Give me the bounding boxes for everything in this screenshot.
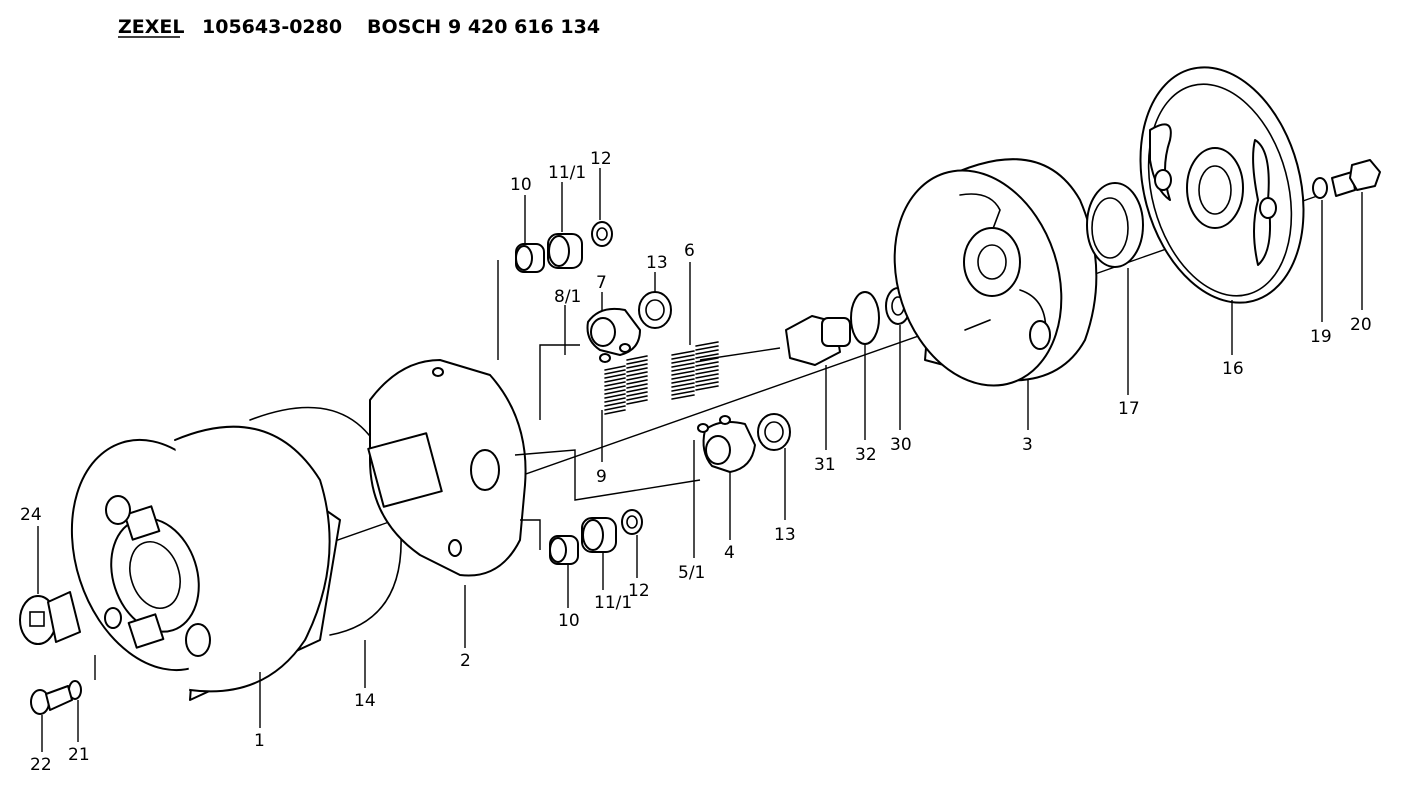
callout-22: 22	[30, 755, 52, 775]
callout-8-1: 8/1	[554, 287, 581, 307]
callout-7: 7	[596, 273, 607, 293]
part-17-bearing	[1086, 182, 1144, 268]
callout-20: 20	[1350, 315, 1372, 335]
callout-16: 16	[1222, 359, 1244, 379]
leader-lines	[37, 168, 1363, 752]
callout-1: 1	[254, 731, 265, 751]
part-13-washer-upper	[638, 291, 672, 329]
callout-31: 31	[814, 455, 836, 475]
part-4-weight	[697, 415, 756, 473]
callout-11-1-upper: 11/1	[548, 163, 586, 183]
callout-10-upper: 10	[510, 175, 532, 195]
callout-9: 9	[596, 467, 607, 487]
callout-13-lower: 13	[774, 525, 796, 545]
part-24-plug	[19, 591, 81, 645]
header-zexel-number: 105643-0280	[202, 16, 342, 38]
part-20-screw	[1331, 159, 1381, 197]
header-brand: ZEXEL	[118, 16, 185, 38]
callout-24: 24	[20, 505, 42, 525]
part-7-weight	[586, 307, 641, 363]
part-13-washer-lower	[757, 413, 791, 451]
callout-32: 32	[855, 445, 877, 465]
part-9-springs	[604, 355, 648, 415]
callout-17: 17	[1118, 399, 1140, 419]
part-19-washer	[1312, 177, 1328, 199]
callout-10-lower: 10	[558, 611, 580, 631]
upper-bushing-set	[515, 221, 613, 273]
callout-12-lower: 12	[628, 581, 650, 601]
part-22-screw	[30, 685, 73, 715]
part-2-hub	[367, 359, 527, 577]
callout-labels: 1 2 3 4 5/1 6 7 8/1 9 10 10 11/1 11/1 12…	[20, 149, 1372, 775]
callout-21: 21	[68, 745, 90, 765]
callout-6: 6	[684, 241, 695, 261]
part-6-springs	[671, 341, 719, 400]
header-bosch-number: 9 420 616 134	[448, 16, 600, 38]
lower-bushing-set	[549, 509, 643, 565]
callout-13-upper: 13	[646, 253, 668, 273]
part-1-housing	[70, 425, 341, 701]
callout-4: 4	[724, 543, 735, 563]
part-32-o-ring	[850, 291, 880, 345]
callout-19: 19	[1310, 327, 1332, 347]
callout-14: 14	[354, 691, 376, 711]
part-31-bolt	[785, 315, 851, 366]
callout-5-1: 5/1	[678, 563, 705, 583]
callout-2: 2	[460, 651, 471, 671]
callout-3: 3	[1022, 435, 1033, 455]
diagram-header: ZEXEL 105643-0280 BOSCH 9 420 616 134	[118, 16, 600, 38]
part-3-drum	[893, 158, 1098, 387]
callout-30: 30	[890, 435, 912, 455]
header-brand2: BOSCH	[367, 16, 441, 38]
part-16-cover-plate	[1139, 66, 1305, 304]
callout-12-upper: 12	[590, 149, 612, 169]
callout-11-1-lower: 11/1	[594, 593, 632, 613]
